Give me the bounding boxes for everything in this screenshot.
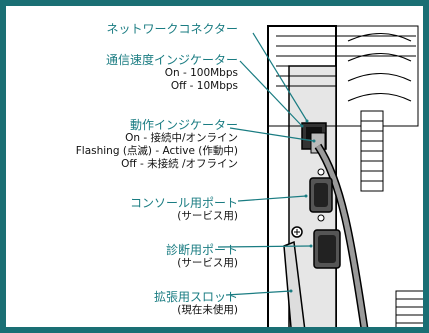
- hardware-illustration: [217, 25, 423, 327]
- network-cable: [315, 144, 367, 327]
- callout-activity-indicator: 動作インジケーター On - 接続中/オンライン Flashing (点滅) -…: [6, 118, 238, 171]
- grille-bottom: [395, 290, 423, 327]
- leader-ends: [289, 119, 316, 293]
- callout-detail: Off - 未接続 /オフライン: [121, 158, 238, 170]
- callout-label: コンソール用ポート: [129, 196, 238, 210]
- leader-expansion-slot: [225, 290, 292, 296]
- callout-network-connector: ネットワークコネクター: [6, 22, 238, 36]
- callout-label: 診断用ポート: [165, 243, 238, 257]
- leader-lines: [217, 32, 315, 296]
- grille-top: [360, 110, 384, 192]
- leader-diagnostic-port: [217, 245, 312, 248]
- callout-console-port: コンソール用ポート (サービス用): [6, 196, 238, 223]
- callout-detail: On - 接続中/オンライン: [125, 132, 238, 144]
- expansion-slot-shape: [283, 240, 306, 327]
- diagnostic-port: [291, 226, 341, 269]
- callout-detail: On - 100Mbps: [164, 67, 238, 79]
- callout-label: 拡張用スロット: [153, 290, 238, 304]
- network-connector: [301, 122, 327, 154]
- callout-detail: (サービス用): [177, 210, 238, 222]
- leader-speed-indicator: [239, 60, 303, 127]
- callout-speed-indicator: 通信速度インジケーター On - 100Mbps Off - 10Mbps: [6, 53, 238, 93]
- callout-detail: (サービス用): [177, 257, 238, 269]
- callout-label: ネットワークコネクター: [106, 22, 238, 36]
- callout-detail: Flashing (点滅) - Active (作動中): [75, 145, 238, 157]
- callout-detail: (現在未使用): [177, 304, 238, 316]
- callout-label: 動作インジケーター: [129, 118, 238, 132]
- callout-detail: Off - 10Mbps: [170, 80, 238, 92]
- callout-diagnostic-port: 診断用ポート (サービス用): [6, 243, 238, 270]
- callout-label: 通信速度インジケーター: [105, 53, 238, 67]
- leader-console-port: [237, 195, 307, 202]
- console-port: [309, 168, 333, 222]
- vent-area: [267, 25, 419, 127]
- leader-network-connector: [252, 32, 308, 122]
- leader-activity-indicator: [229, 127, 315, 142]
- callout-expansion-slot: 拡張用スロット (現在未使用): [6, 290, 238, 317]
